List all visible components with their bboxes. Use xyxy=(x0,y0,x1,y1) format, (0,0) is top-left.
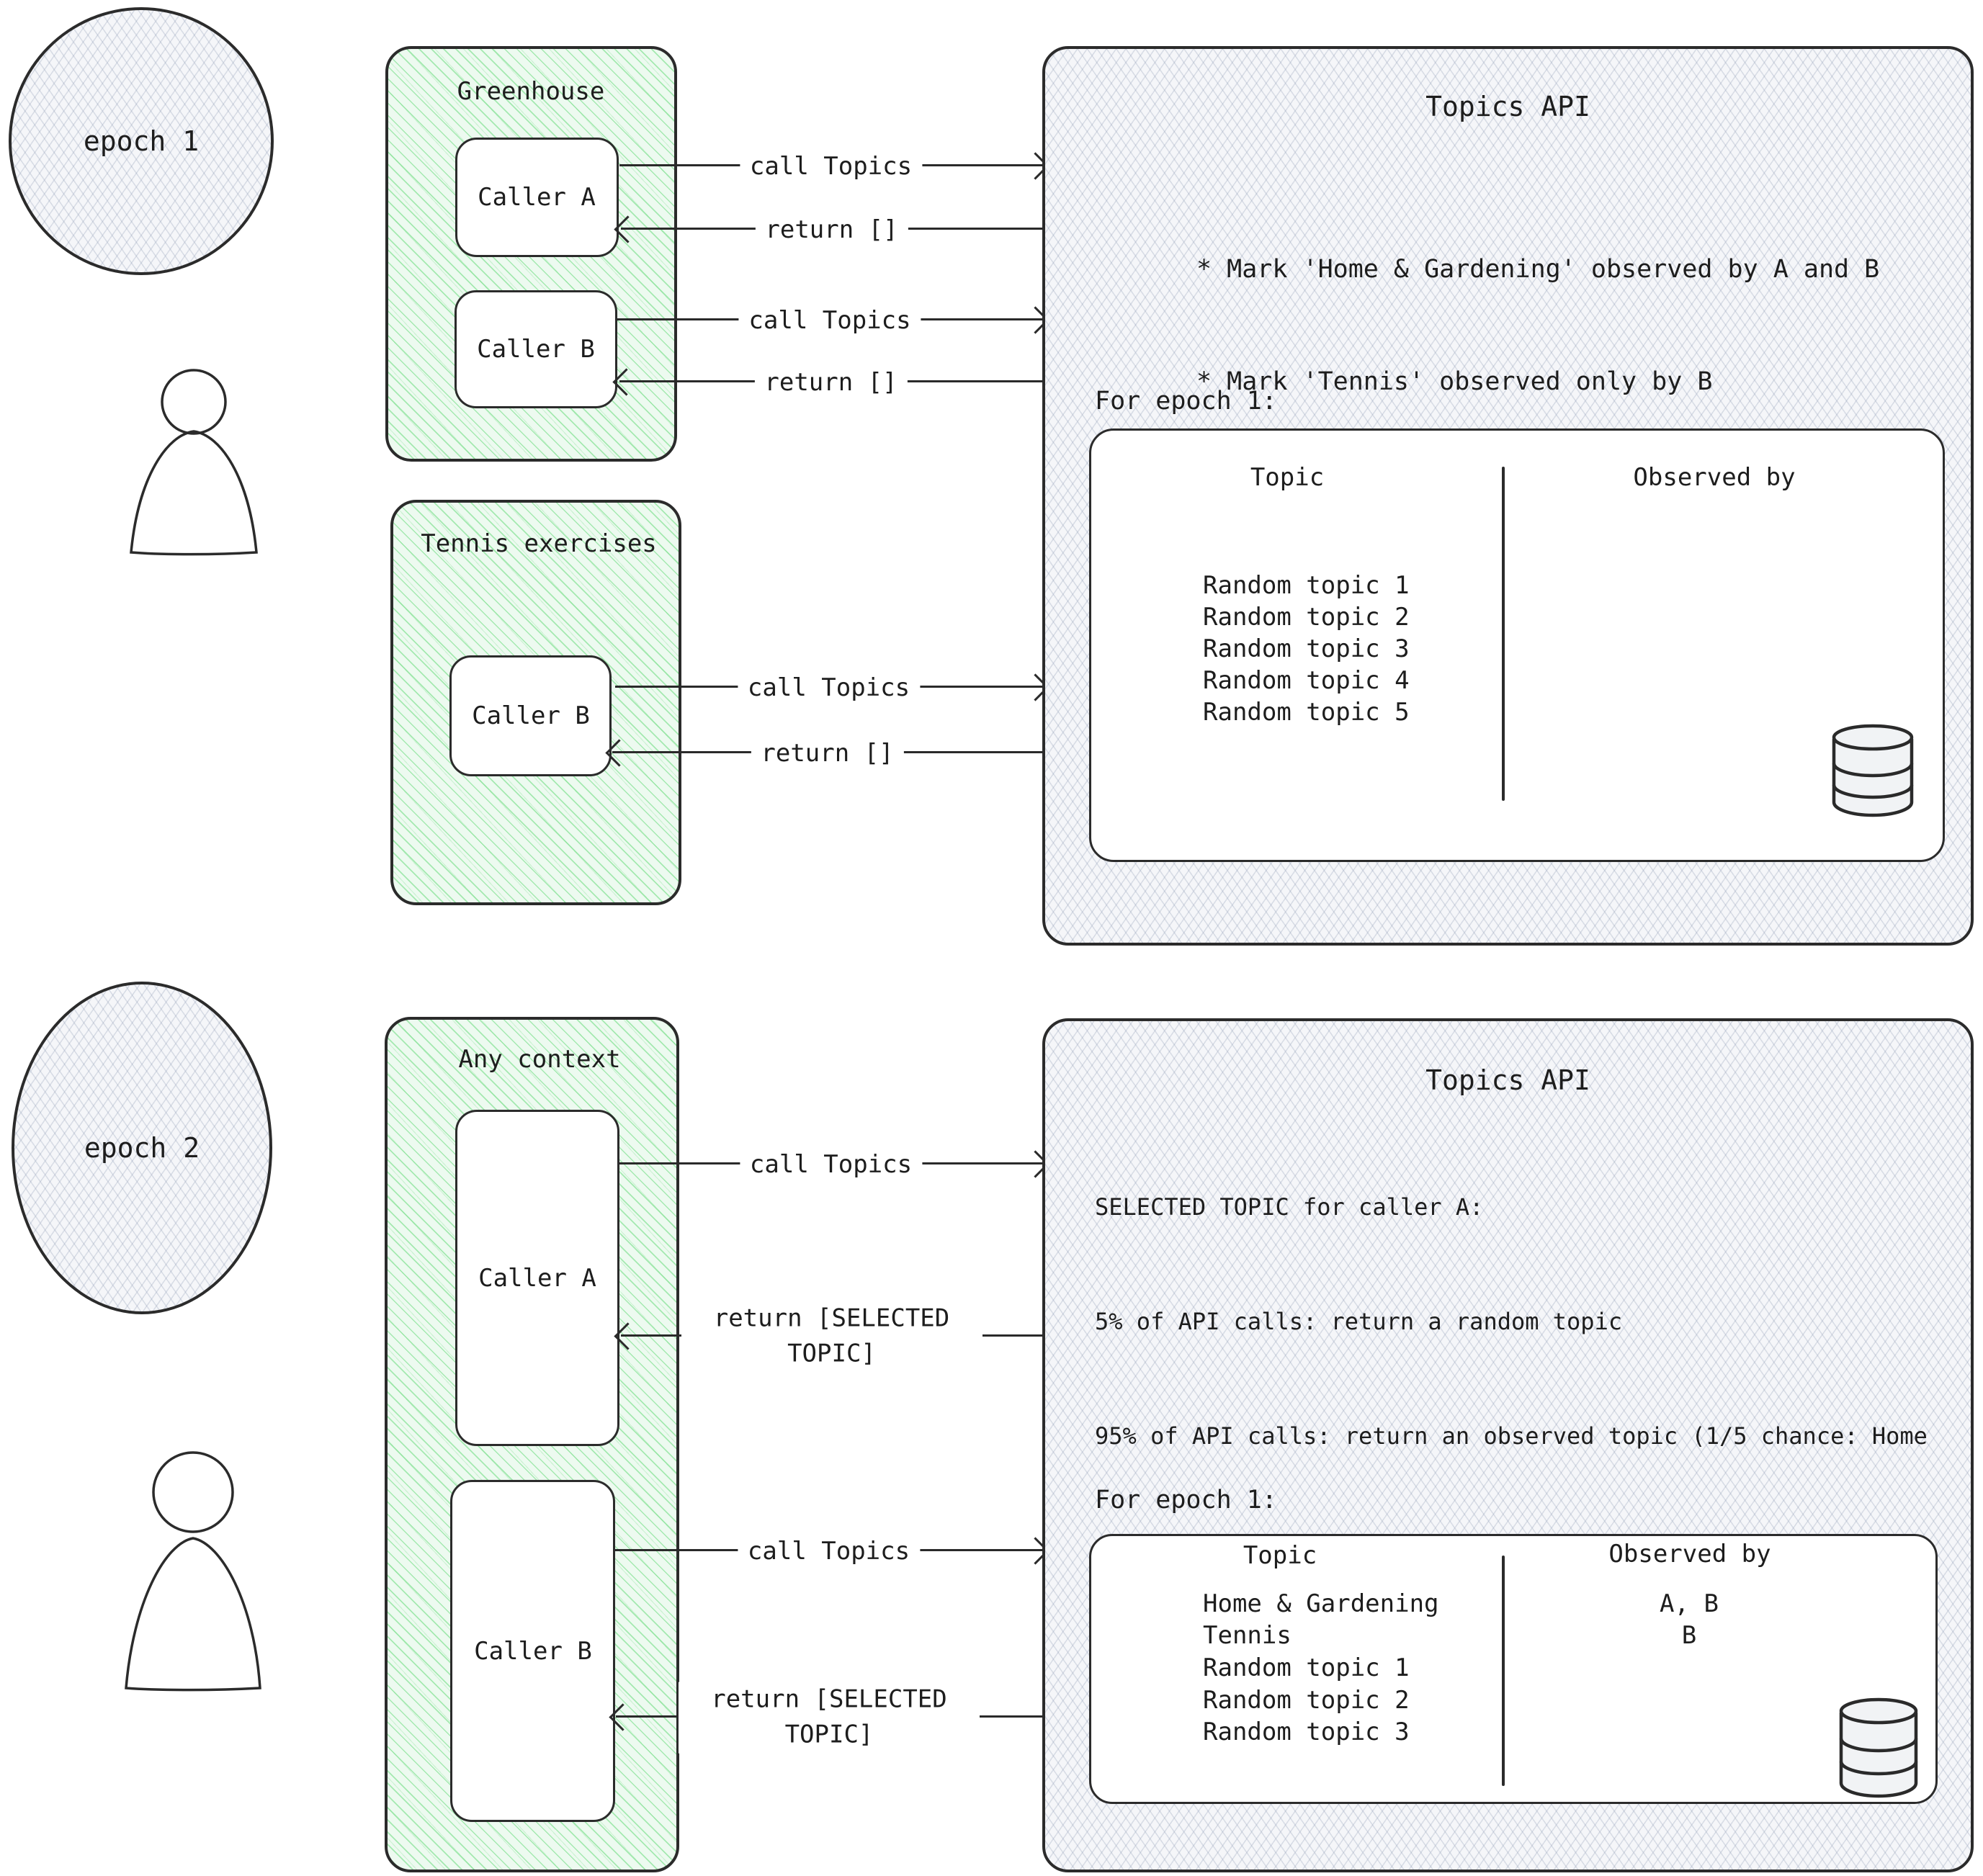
arrow-return-b1-label: return [] xyxy=(754,368,908,397)
arrow-call-a1-label: call Topics xyxy=(739,152,923,181)
caller-b-label-context: Caller B xyxy=(474,1637,592,1666)
epoch2-circle: epoch 2 xyxy=(12,982,272,1314)
caller-a-box-context xyxy=(455,1110,619,1446)
person-icon xyxy=(125,1451,261,1692)
api1-bullets: * Mark 'Home & Gardening' observed by A … xyxy=(1196,176,1879,475)
table-row: Random topic 3 xyxy=(1203,1718,1410,1746)
arrow-call-b1-label: call Topics xyxy=(738,306,921,335)
arrow-return-a2-label: return [SELECTED TOPIC] xyxy=(681,1301,982,1373)
any-context-title: Any context xyxy=(458,1045,621,1074)
topics-api-title-1: Topics API xyxy=(1425,91,1590,122)
caller-b-box-context xyxy=(450,1480,615,1822)
caller-b-box-tennis xyxy=(449,655,612,776)
observed-value: A, B xyxy=(1660,1589,1719,1618)
api2-table-divider xyxy=(1502,1556,1505,1786)
api1-table-label: For epoch 1: xyxy=(1095,387,1277,416)
arrow-call-tennis: call Topics xyxy=(615,673,1042,702)
database-icon xyxy=(1839,1697,1918,1798)
caller-a-label-context: Caller A xyxy=(478,1264,596,1293)
caller-a-label-greenhouse: Caller A xyxy=(478,183,596,212)
arrow-return-a1: return [] xyxy=(621,215,1042,244)
epoch1-circle: epoch 1 xyxy=(9,7,274,275)
arrow-call-b1: call Topics xyxy=(617,306,1042,335)
caller-b-label-greenhouse: Caller B xyxy=(477,335,595,364)
arrow-return-a2: return [SELECTED TOPIC] xyxy=(621,1301,1042,1373)
arrow-call-b2-label: call Topics xyxy=(737,1537,921,1566)
arrow-call-b2: call Topics xyxy=(615,1537,1042,1566)
arrow-call-a2-label: call Topics xyxy=(739,1150,923,1179)
arrow-return-b2: return [SELECTED TOPIC] xyxy=(616,1682,1042,1754)
greenhouse-title: Greenhouse xyxy=(457,77,605,106)
table-row: Random topic 1 xyxy=(1203,1653,1410,1682)
topics-api-title-2: Topics API xyxy=(1425,1064,1590,1096)
arrow-return-b1: return [] xyxy=(619,368,1042,397)
arrow-call-tennis-label: call Topics xyxy=(737,673,921,702)
person-icon xyxy=(130,369,258,556)
api1-bullet-1: * Mark 'Home & Gardening' observed by A … xyxy=(1196,255,1880,284)
table-row: Random topic 4 xyxy=(1203,666,1410,695)
table-row: Random topic 5 xyxy=(1203,698,1410,727)
policy-line: 5% of API calls: return a random topic xyxy=(1095,1308,1623,1335)
table-row: Random topic 2 xyxy=(1203,1686,1410,1715)
observed-value: B xyxy=(1681,1621,1697,1650)
arrow-return-tennis-label: return [] xyxy=(751,739,904,768)
api1-col-observed: Observed by xyxy=(1633,463,1796,492)
table-row: Tennis xyxy=(1203,1621,1292,1650)
table-row: Random topic 2 xyxy=(1203,603,1410,632)
table-row: Home & Gardening xyxy=(1203,1589,1439,1618)
database-icon xyxy=(1832,724,1914,817)
arrow-call-a2: call Topics xyxy=(619,1150,1042,1179)
arrow-call-a1: call Topics xyxy=(619,152,1042,181)
api2-table xyxy=(1089,1534,1938,1804)
arrow-return-b2-label: return [SELECTED TOPIC] xyxy=(679,1682,980,1754)
api2-table-label: For epoch 1: xyxy=(1095,1486,1277,1514)
arrow-return-tennis: return [] xyxy=(612,739,1042,768)
epoch2-label: epoch 2 xyxy=(84,1132,200,1164)
api1-bullet-2: * Mark 'Tennis' observed only by B xyxy=(1196,367,1713,396)
policy-line: 95% of API calls: return an observed top… xyxy=(1095,1422,1928,1450)
api2-col-observed: Observed by xyxy=(1608,1540,1771,1568)
api1-table-divider xyxy=(1502,467,1505,801)
caller-b-box-greenhouse xyxy=(455,290,617,408)
api1-table xyxy=(1089,428,1945,862)
tennis-title: Tennis exercises xyxy=(421,529,657,558)
arrow-return-a1-label: return [] xyxy=(755,215,908,244)
caller-b-label-tennis: Caller B xyxy=(472,701,590,730)
caller-a-box-greenhouse xyxy=(455,138,619,257)
policy-line: SELECTED TOPIC for caller A: xyxy=(1095,1193,1484,1221)
api1-col-topic: Topic xyxy=(1250,463,1325,492)
epoch1-label: epoch 1 xyxy=(83,125,200,157)
table-row: Random topic 3 xyxy=(1203,634,1410,663)
api2-col-topic: Topic xyxy=(1243,1541,1317,1570)
table-row: Random topic 1 xyxy=(1203,571,1410,600)
